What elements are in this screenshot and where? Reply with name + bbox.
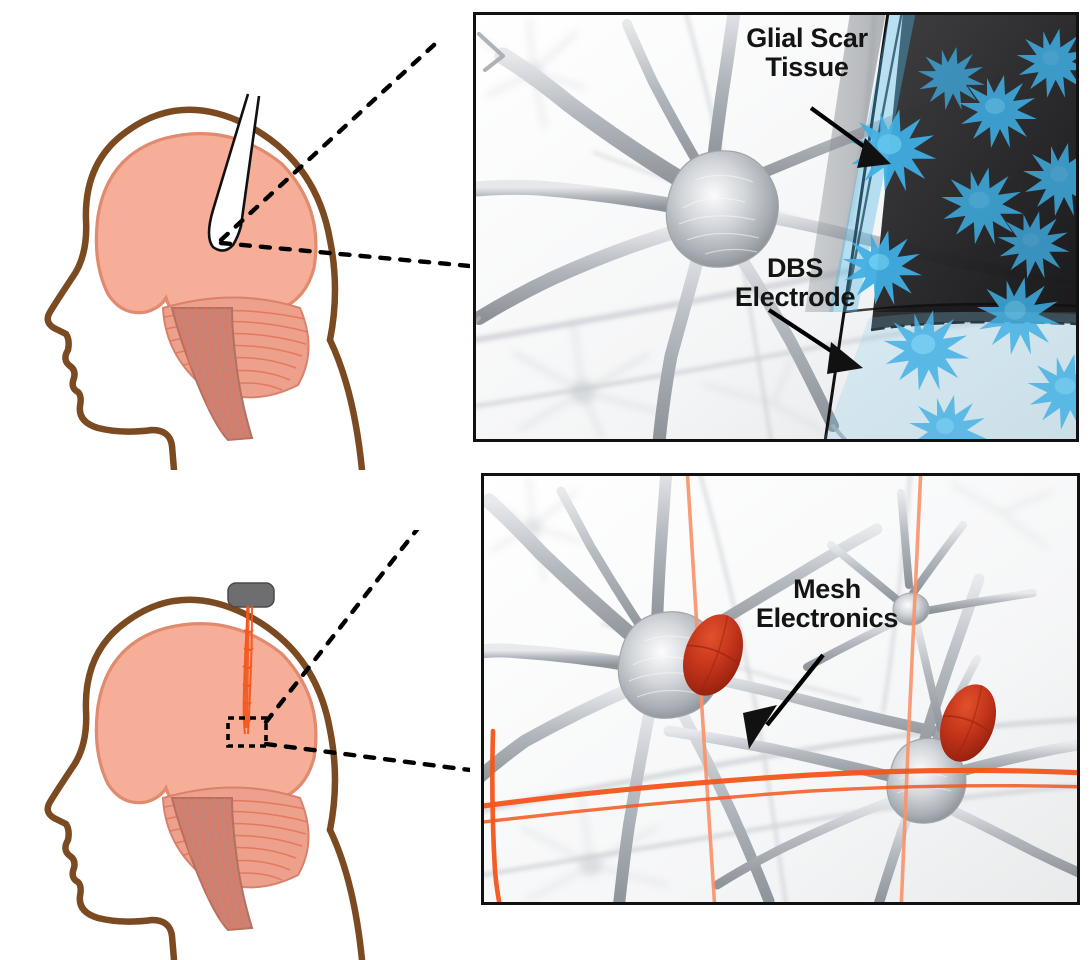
neuron-soma-upper-right [892,592,930,626]
glial-scar-cells [823,14,1077,440]
mesh-recording-electrodes [683,614,997,762]
mesh-electronics-filaments [483,475,1078,903]
micro-panel-frame-top [473,12,1079,442]
neuron-upper-right-bottom [803,489,1037,733]
scalp-io-module [227,582,275,608]
astrocyte [1016,28,1077,98]
label-arrow-bottom [743,653,825,749]
astrocyte [848,109,937,192]
astrocyte [976,277,1060,355]
head-outline-bottom [44,596,339,960]
astrocyte [883,310,970,391]
astrocyte [941,167,1024,245]
head-diagram-mesh [0,530,470,960]
astrocyte [959,75,1037,148]
cerebrum-bottom [94,622,318,809]
soma-texture-top [678,174,760,255]
astrocyte [997,211,1070,279]
recording-electrode-pad [683,614,743,696]
callout-lines-bottom [263,530,470,773]
astrocyte [917,47,985,110]
astrocyte [842,230,922,305]
recording-electrode-pad [939,684,997,762]
callout-lines-top [218,40,470,269]
cerebrum-top [94,132,318,319]
brainstem-top [170,307,254,442]
neck-outline-top [326,336,366,470]
dbs-electrode-shaft [207,93,261,252]
astrocyte [909,395,987,440]
neck-outline-bottom [326,826,366,960]
micro-panel-dbs [473,12,1079,442]
brainstem-bottom [170,797,254,932]
astrocyte [1027,353,1077,430]
head-diagram-dbs [0,40,470,470]
label-arrows-top [767,106,891,374]
micro-panel-mesh [481,473,1080,905]
mesh-probe-main [244,605,250,729]
astrocyte [1023,143,1077,216]
micro-panel-frame-bottom [481,473,1080,905]
